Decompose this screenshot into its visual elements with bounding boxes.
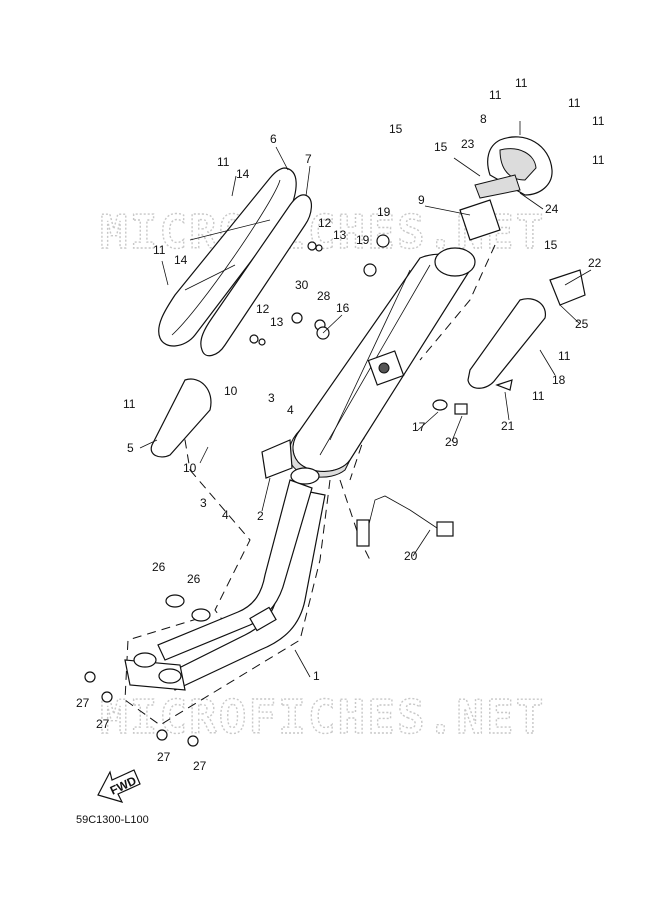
callout-3: 3 xyxy=(200,496,207,510)
cover-22 xyxy=(549,269,586,306)
nut-27 xyxy=(84,671,199,747)
callout-labels: 1 2 3 3 4 4 5 6 7 8 9 10 10 11 11 11 11 … xyxy=(76,76,605,773)
fwd-label: FWD xyxy=(108,773,139,797)
callout-13: 13 xyxy=(333,228,347,242)
callout-12: 12 xyxy=(318,216,332,230)
callout-4: 4 xyxy=(287,403,294,417)
watermark-bottom: MICROFICHES.NET xyxy=(100,690,545,744)
callout-19: 19 xyxy=(356,233,370,247)
callout-30: 30 xyxy=(295,278,309,292)
callout-8: 8 xyxy=(480,112,487,126)
callout-9: 9 xyxy=(418,193,425,207)
callout-26: 26 xyxy=(187,572,201,586)
callout-27: 27 xyxy=(193,759,207,773)
bracket-2 xyxy=(261,439,293,479)
heat-shield-7 xyxy=(200,194,312,357)
callout-11: 11 xyxy=(489,88,502,102)
protector-18 xyxy=(467,298,547,389)
callout-16: 16 xyxy=(336,301,350,315)
callout-11: 11 xyxy=(532,389,545,403)
callout-11: 11 xyxy=(568,96,581,110)
bolt-29 xyxy=(454,403,468,415)
callout-14: 14 xyxy=(236,167,250,181)
callout-27: 27 xyxy=(96,717,110,731)
spacers-12-13 xyxy=(249,241,323,346)
callout-11: 11 xyxy=(153,243,166,257)
side-cover-5 xyxy=(150,378,212,458)
callout-26: 26 xyxy=(152,560,166,574)
drawing-code: 59C1300-L100 xyxy=(76,814,149,826)
washers-28-30 xyxy=(291,312,330,340)
callout-13: 13 xyxy=(270,315,284,329)
exhaust-flange xyxy=(124,652,186,691)
callout-10: 10 xyxy=(224,384,238,398)
callout-17: 17 xyxy=(412,420,426,434)
callout-25: 25 xyxy=(575,317,589,331)
fwd-arrow: FWD xyxy=(97,769,141,803)
callout-24: 24 xyxy=(545,202,559,216)
callout-12: 12 xyxy=(256,302,270,316)
gasket-9 xyxy=(459,199,501,241)
callout-11: 11 xyxy=(592,153,605,167)
callout-10: 10 xyxy=(183,461,197,475)
callout-11: 11 xyxy=(592,114,605,128)
callout-15: 15 xyxy=(389,122,403,136)
callout-21: 21 xyxy=(501,419,515,433)
callout-2: 2 xyxy=(257,509,264,523)
rubber-19 xyxy=(363,234,390,277)
callout-20: 20 xyxy=(404,549,418,563)
callout-18: 18 xyxy=(552,373,566,387)
callout-23: 23 xyxy=(461,137,475,151)
callout-7: 7 xyxy=(305,152,312,166)
collar-17 xyxy=(432,399,448,411)
label-21 xyxy=(495,379,513,391)
callout-6: 6 xyxy=(270,132,277,146)
callout-3: 3 xyxy=(268,391,275,405)
callout-5: 5 xyxy=(127,441,134,455)
callout-29: 29 xyxy=(445,435,459,449)
callout-11: 11 xyxy=(217,155,230,169)
callout-11: 11 xyxy=(515,76,528,90)
heat-shield-6 xyxy=(158,167,297,347)
gasket-24 xyxy=(474,174,521,199)
callout-leaders xyxy=(139,121,592,678)
callout-11: 11 xyxy=(123,397,136,411)
callout-22: 22 xyxy=(588,256,602,270)
gasket-26 xyxy=(165,594,211,622)
callout-27: 27 xyxy=(157,750,171,764)
callout-27: 27 xyxy=(76,696,90,710)
callout-15: 15 xyxy=(544,238,558,252)
bracket-16 xyxy=(367,350,405,386)
callout-11: 11 xyxy=(558,349,571,363)
exhaust-pipe-1 xyxy=(157,467,326,691)
oxygen-sensor-20 xyxy=(356,495,454,547)
callout-15: 15 xyxy=(434,140,448,154)
callout-1: 1 xyxy=(313,669,320,683)
callout-19: 19 xyxy=(377,205,391,219)
callout-4: 4 xyxy=(222,508,229,522)
callout-28: 28 xyxy=(317,289,331,303)
callout-14: 14 xyxy=(174,253,188,267)
